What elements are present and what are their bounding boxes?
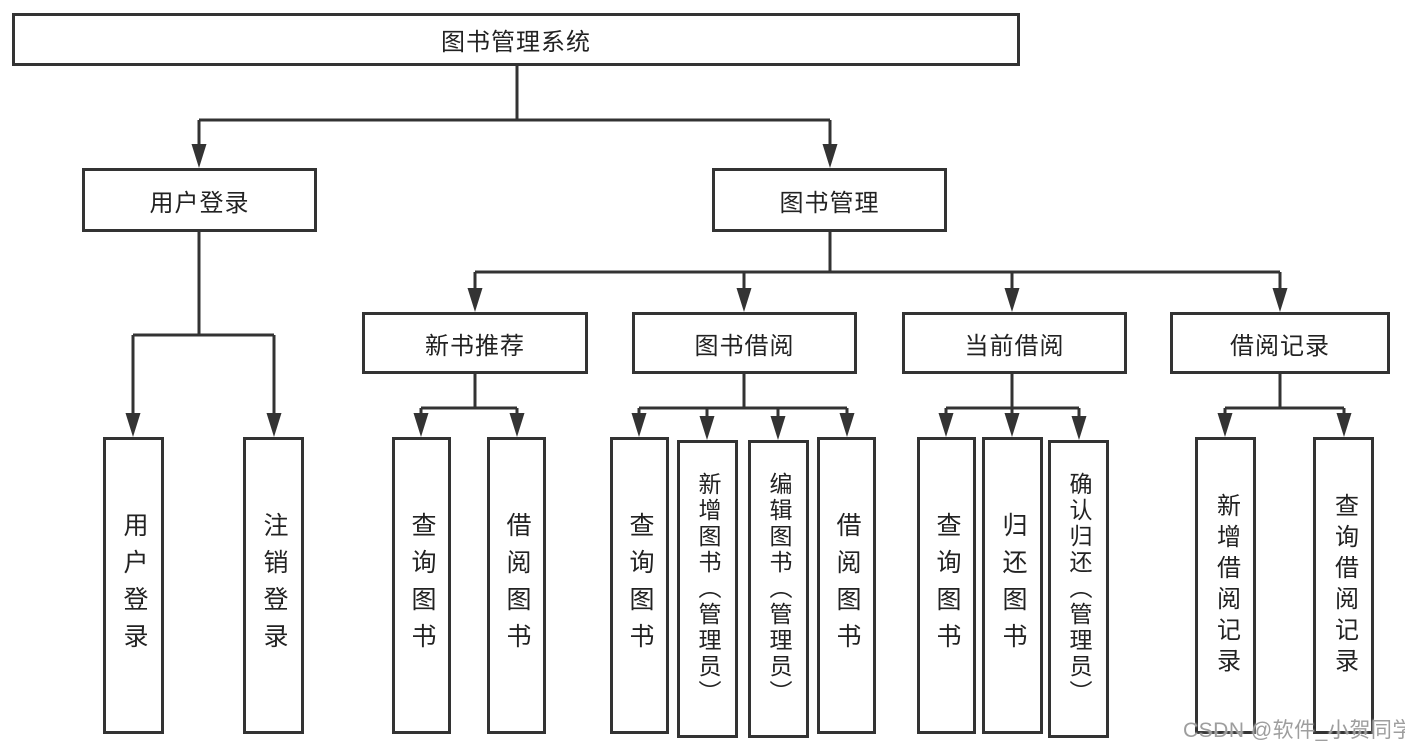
arrowhead-icon xyxy=(413,413,429,437)
arrowhead-icon xyxy=(631,413,647,437)
arrowhead-icon xyxy=(509,413,525,437)
leaf-query-books-current: 查询图书 xyxy=(917,437,976,734)
arrowhead-icon xyxy=(1071,416,1087,440)
arrowhead-icon xyxy=(1004,288,1020,312)
leaf-query-borrow-record-label: 查询借阅记录 xyxy=(1330,492,1358,679)
leaf-borrow-books-recommend-label: 借阅图书 xyxy=(503,511,531,660)
leaf-query-books-recommend-label: 查询图书 xyxy=(408,511,436,660)
leaf-add-books-admin-label: 新增图书（管理员） xyxy=(695,472,721,706)
arrowhead-icon xyxy=(699,416,715,440)
leaf-logout-label: 注销登录 xyxy=(260,511,288,660)
leaf-user-login-label: 用户登录 xyxy=(120,511,148,660)
leaf-query-books-borrow-label: 查询图书 xyxy=(626,511,654,660)
arrowhead-icon xyxy=(191,144,207,168)
leaf-edit-books-admin: 编辑图书（管理员） xyxy=(748,440,809,738)
leaf-query-books-recommend: 查询图书 xyxy=(392,437,451,734)
arrowhead-icon xyxy=(1272,288,1288,312)
csdn-watermark: CSDN @软件_小贺同学 xyxy=(1183,719,1405,742)
node-new-book-recommend-label: 新书推荐 xyxy=(425,332,525,360)
arrowhead-icon xyxy=(467,288,483,312)
arrowhead-icon xyxy=(938,413,954,437)
arrowhead-icon xyxy=(1217,413,1233,437)
arrowhead-icon xyxy=(125,413,141,437)
node-new-book-recommend: 新书推荐 xyxy=(362,312,588,374)
leaf-logout: 注销登录 xyxy=(243,437,304,734)
leaf-confirm-return-admin-label: 确认归还（管理员） xyxy=(1066,472,1092,706)
arrowhead-icon xyxy=(1004,413,1020,437)
node-root-label: 图书管理系统 xyxy=(441,29,591,56)
leaf-borrow-books: 借阅图书 xyxy=(817,437,876,734)
arrowhead-icon xyxy=(1336,413,1352,437)
leaf-return-books-label: 归还图书 xyxy=(999,511,1027,660)
node-root: 图书管理系统 xyxy=(12,13,1020,66)
node-user-login-label: 用户登录 xyxy=(149,189,250,217)
arrowheads xyxy=(125,144,1352,440)
leaf-query-books-borrow: 查询图书 xyxy=(610,437,669,734)
node-book-management: 图书管理 xyxy=(712,168,947,232)
arrowhead-icon xyxy=(839,413,855,437)
leaf-edit-books-admin-label: 编辑图书（管理员） xyxy=(766,472,792,706)
arrowhead-icon xyxy=(736,288,752,312)
arrowhead-icon xyxy=(770,416,786,440)
leaf-return-books: 归还图书 xyxy=(982,437,1043,734)
node-book-borrow-label: 图书借阅 xyxy=(694,332,795,360)
arrowhead-icon xyxy=(266,413,282,437)
node-borrow-records: 借阅记录 xyxy=(1170,312,1390,374)
leaf-query-borrow-record: 查询借阅记录 xyxy=(1313,437,1374,734)
leaf-borrow-books-recommend: 借阅图书 xyxy=(487,437,546,734)
leaf-borrow-books-label: 借阅图书 xyxy=(833,511,861,660)
leaf-add-books-admin: 新增图书（管理员） xyxy=(677,440,738,738)
leaf-add-borrow-record-label: 新增借阅记录 xyxy=(1212,492,1240,679)
node-book-management-label: 图书管理 xyxy=(779,189,880,217)
node-user-login: 用户登录 xyxy=(82,168,317,232)
node-book-borrow: 图书借阅 xyxy=(632,312,857,374)
arrowhead-icon xyxy=(822,144,838,168)
node-borrow-records-label: 借阅记录 xyxy=(1230,332,1330,360)
node-current-borrow-label: 当前借阅 xyxy=(964,332,1065,360)
leaf-add-borrow-record: 新增借阅记录 xyxy=(1195,437,1256,734)
leaf-user-login: 用户登录 xyxy=(103,437,164,734)
leaf-confirm-return-admin: 确认归还（管理员） xyxy=(1048,440,1109,738)
leaf-query-books-current-label: 查询图书 xyxy=(933,511,961,660)
node-current-borrow: 当前借阅 xyxy=(902,312,1127,374)
